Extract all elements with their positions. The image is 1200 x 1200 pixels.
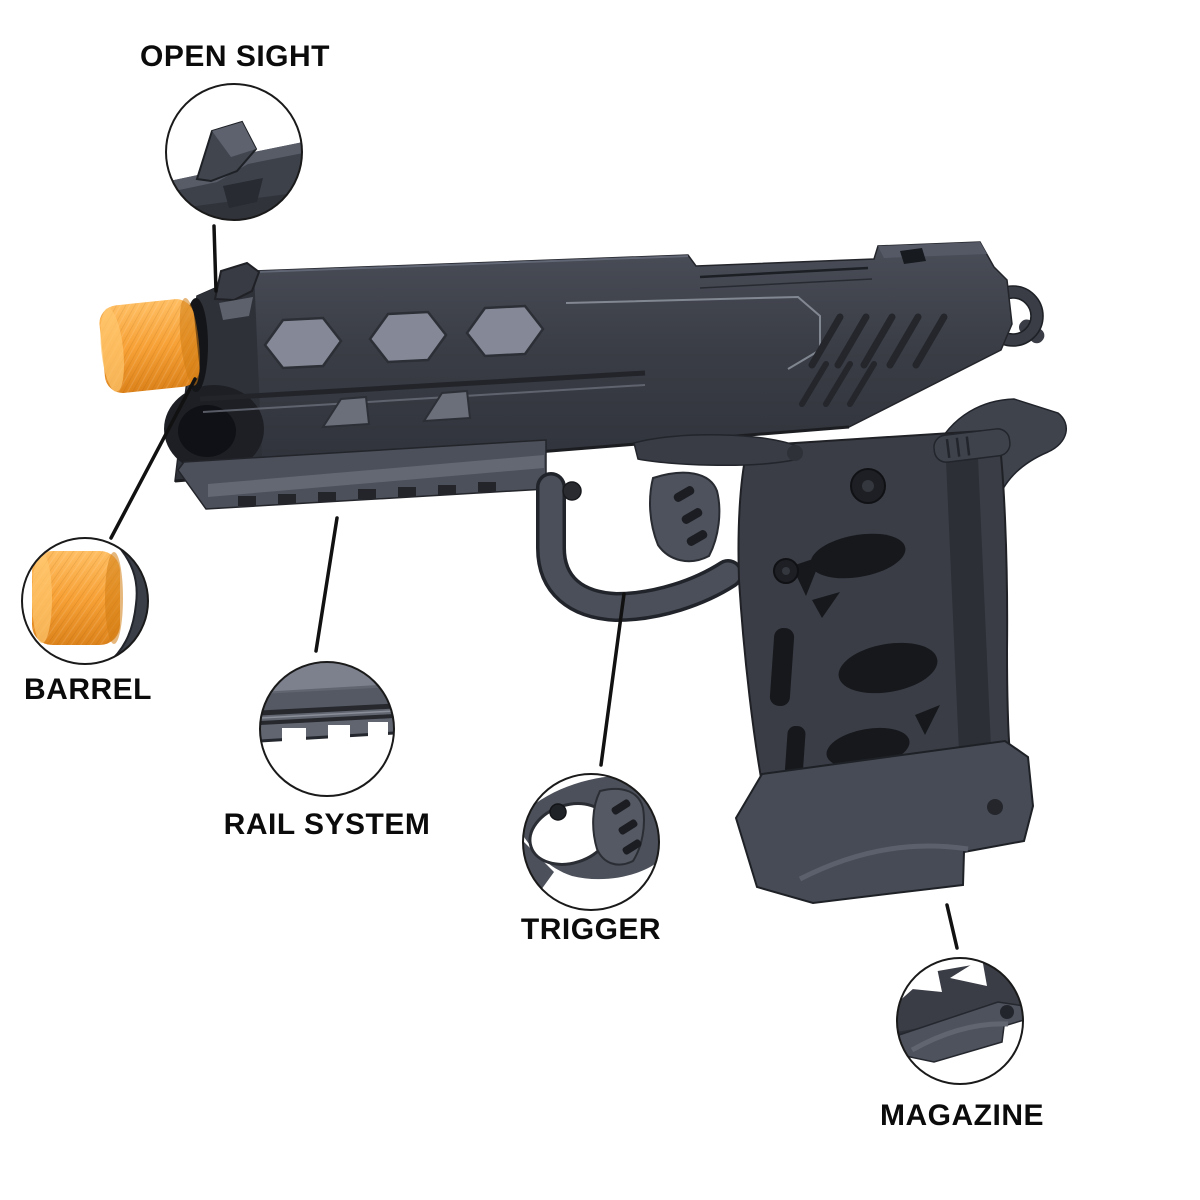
pistol-illustration <box>99 241 1068 905</box>
magazine-leader-line <box>945 903 959 950</box>
magazine-inset <box>896 957 1024 1085</box>
muzzle-tip <box>99 298 208 393</box>
rail-system-inset <box>259 661 395 797</box>
barrel-label: BARREL <box>24 673 152 706</box>
hex-panels <box>263 304 545 370</box>
trigger-part <box>649 471 721 563</box>
magwell <box>734 739 1035 905</box>
magazine-label: MAGAZINE <box>880 1099 1044 1132</box>
slide-serrations <box>808 313 948 369</box>
grip <box>737 428 1012 791</box>
grip-screw <box>773 468 886 584</box>
rail-system-leader-line <box>314 516 339 653</box>
open-sight-inset <box>165 83 303 221</box>
barrel-leader-line <box>109 377 197 540</box>
rail-slots <box>238 482 496 506</box>
open-sight-leader-line <box>212 224 218 293</box>
thumb-safety <box>933 428 1011 463</box>
trigger-leader-line <box>599 592 626 767</box>
trigger-inset <box>522 773 660 911</box>
rail-system-label: RAIL SYSTEM <box>223 808 431 841</box>
open-sight-label: OPEN SIGHT <box>139 40 331 73</box>
barrel-inset <box>21 537 149 665</box>
front-sight <box>213 261 261 320</box>
trigger-label: TRIGGER <box>520 913 662 946</box>
slide-stop-lever <box>562 434 803 501</box>
frame <box>177 439 743 623</box>
